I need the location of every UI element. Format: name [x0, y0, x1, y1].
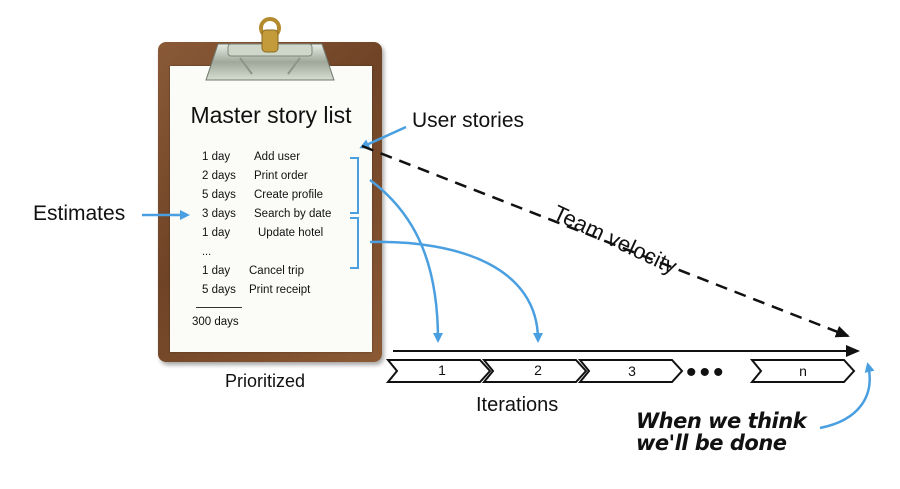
story-list-paper [170, 66, 372, 352]
to-iteration-2-arrow [369, 240, 543, 343]
done-line-1: When we think [636, 409, 807, 433]
iteration-chevron-1 [385, 359, 492, 383]
done-arrow [819, 362, 875, 430]
total-estimate: 300 days [192, 316, 239, 328]
iteration-label: 3 [628, 363, 636, 379]
story-name: Create profile [254, 189, 324, 201]
to-iteration-1-arrow [369, 179, 443, 343]
story-estimate: 1 day [202, 265, 231, 277]
story-name: Cancel trip [249, 265, 304, 277]
bracket-iteration-1 [350, 157, 359, 214]
iteration-ellipsis: ••• [686, 356, 727, 389]
story-row: 3 days Search by date [202, 208, 331, 220]
story-row: 1 day Add user [202, 151, 300, 163]
story-estimate: 5 days [202, 189, 236, 201]
story-estimate: 1 day [202, 151, 231, 163]
story-row: 2 days Print order [202, 170, 308, 182]
iteration-chevron-3 [577, 359, 684, 383]
story-name: Search by date [254, 208, 332, 220]
iteration-chevron-n [749, 359, 856, 383]
prioritized-label: Prioritized [225, 371, 306, 391]
story-name: Add user [254, 151, 301, 163]
bracket-iteration-2 [350, 217, 359, 269]
story-row: 1 day Cancel trip [202, 265, 304, 277]
story-estimate: 1 day [202, 227, 231, 239]
story-name: Update hotel [258, 227, 324, 239]
story-row: 5 days Create profile [202, 189, 323, 201]
story-list-ellipsis: ... [202, 246, 212, 258]
team-velocity-line [361, 144, 850, 338]
iteration-label: n [799, 363, 807, 379]
done-line-2: we'll be done [636, 431, 787, 455]
iterations-label: Iterations [476, 394, 559, 416]
estimates-label: Estimates [33, 202, 126, 225]
master-story-list-title: Master story list [190, 102, 352, 128]
story-estimate: 5 days [202, 284, 236, 296]
story-estimate: 2 days [202, 170, 236, 182]
story-estimate: 3 days [202, 208, 236, 220]
sum-divider [196, 307, 242, 308]
done-annotation: When we think we'll be done [636, 409, 807, 455]
story-name: Print receipt [249, 284, 311, 296]
story-name: Print order [254, 170, 308, 182]
story-row: 1 day Update hotel [202, 227, 323, 239]
iteration-chevron-2 [481, 359, 588, 383]
user-stories-label: User stories [412, 109, 525, 132]
story-row: 5 days Print receipt [202, 284, 310, 296]
iteration-label: 1 [438, 362, 446, 378]
user-stories-arrow [359, 125, 407, 149]
iteration-label: 2 [534, 362, 542, 378]
